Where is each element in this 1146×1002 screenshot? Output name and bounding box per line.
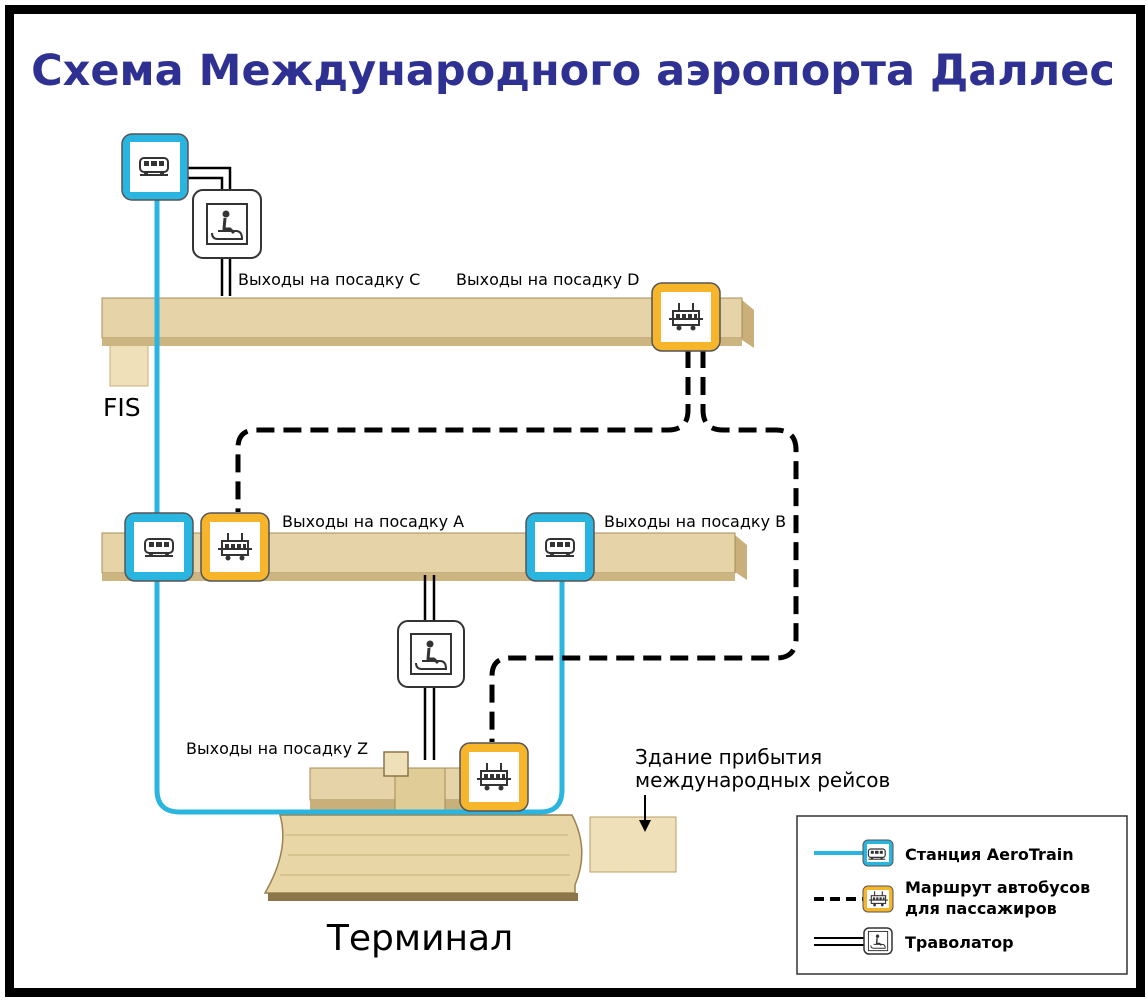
legend-bus-label-1: Маршрут автобусов <box>905 878 1090 897</box>
label-terminal: Терминал <box>326 918 513 959</box>
arrow-icon <box>639 795 651 832</box>
legend-aerotrain: Станция AeroTrain <box>814 839 1074 867</box>
walkway-station-main[interactable] <box>397 620 465 688</box>
bus-station-d[interactable] <box>651 282 721 352</box>
aerotrain-station-a[interactable] <box>124 512 194 582</box>
label-gates-b: Выходы на посадку B <box>604 512 786 531</box>
aerotrain-lines <box>154 195 565 815</box>
concourse-ab <box>101 532 747 581</box>
bus-routes <box>235 350 799 742</box>
legend: Станция AeroTrain Маршрут автобусов для … <box>796 815 1128 975</box>
label-gates-a: Выходы на посадку A <box>282 512 464 531</box>
legend-bus: Маршрут автобусов для пассажиров <box>814 878 1090 918</box>
label-gates-c: Выходы на посадку C <box>238 270 420 289</box>
legend-walkway-label: Траволатор <box>905 933 1014 952</box>
gate-z-box <box>383 751 409 777</box>
label-intl-arrivals-2: международных рейсов <box>635 768 890 792</box>
legend-aerotrain-label: Станция AeroTrain <box>905 845 1074 864</box>
label-gates-z: Выходы на посадку Z <box>186 739 368 758</box>
label-gates-d: Выходы на посадку D <box>456 270 639 289</box>
concourse-cd <box>101 297 754 387</box>
legend-walkway: Траволатор <box>814 927 1014 955</box>
bus-station-terminal[interactable] <box>459 742 529 812</box>
label-intl-arrivals-1: Здание прибытия <box>635 745 822 769</box>
intl-arrivals-building <box>589 816 677 873</box>
aerotrain-station-b[interactable] <box>525 512 595 582</box>
map-title: Схема Международного аэропорта Даллес <box>31 46 1115 96</box>
terminal-building <box>263 751 677 901</box>
label-fis: FIS <box>103 393 141 422</box>
bus-station-a[interactable] <box>200 512 270 582</box>
legend-bus-label-2: для пассажиров <box>905 899 1057 918</box>
aerotrain-station-c[interactable] <box>121 133 189 201</box>
walkway-station-c[interactable] <box>192 189 262 259</box>
